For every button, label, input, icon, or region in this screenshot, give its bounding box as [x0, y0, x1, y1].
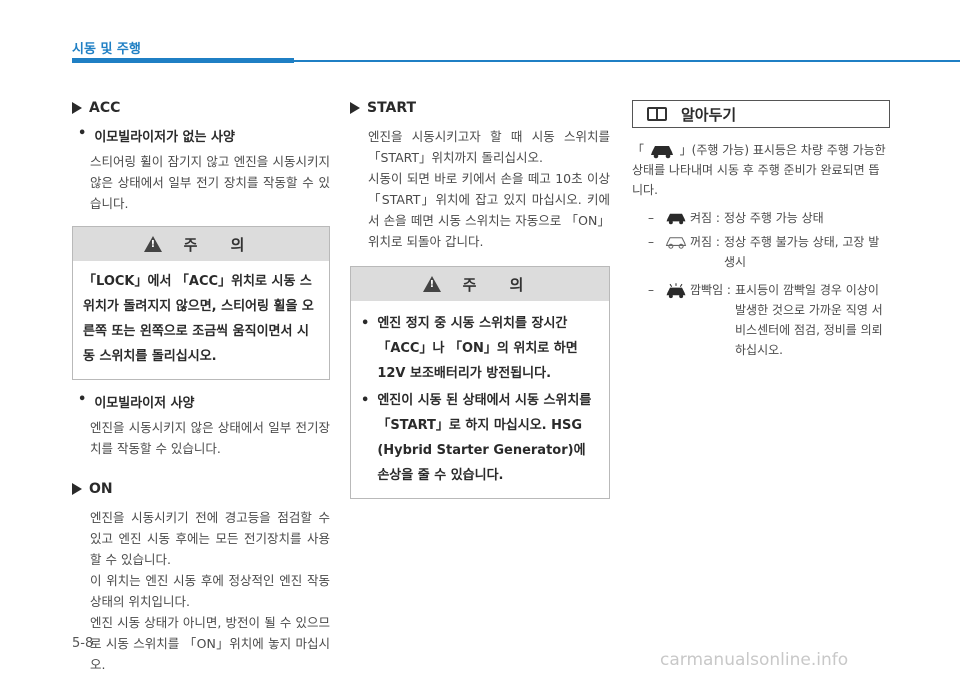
car-ready-icon-filled [650, 145, 673, 158]
header-bar-thin [294, 60, 960, 62]
start-paragraph-1: 엔진을 시동시키고자 할 때 시동 스위치를 「START」위치까지 돌리십시오… [368, 129, 610, 165]
caution-box-2: ! 주 의 •엔진 정지 중 시동 스위치를 장시간 「ACC」나 「ON」의 … [350, 266, 610, 499]
car-ready-icon-outline [665, 237, 687, 249]
caution-box-2-body: •엔진 정지 중 시동 스위치를 장시간 「ACC」나 「ON」의 위치로 하면… [351, 301, 609, 498]
caution-box-1-text: 「LOCK」에서 「ACC」위치로 시동 스위치가 돌려지지 않으면, 스티어링… [83, 274, 314, 364]
caution-box-2-item-1: •엔진 정지 중 시동 스위치를 장시간 「ACC」나 「ON」의 위치로 하면… [361, 316, 578, 381]
triangle-marker-icon [72, 483, 82, 495]
triangle-marker-icon [350, 102, 360, 114]
warning-triangle-icon: ! [143, 236, 162, 252]
caution-box-1: ! 주 의 「LOCK」에서 「ACC」위치로 시동 스위치가 돌려지지 않으면… [72, 226, 330, 380]
know-box-header: 알아두기 [632, 100, 890, 128]
triangle-marker-icon [72, 102, 82, 114]
caution-box-2-header: ! 주 의 [351, 267, 609, 301]
indicator-row-blink: – 깜빡임 : 표시등이 깜빡일 경우 이상이 발생한 것으로 가까운 직영 서… [648, 283, 883, 357]
start-paragraph-2: 시동이 되면 바로 키에서 손을 떼고 10초 이상 「START」위치에 잡고… [368, 171, 610, 249]
caution-box-1-header: ! 주 의 [73, 227, 329, 261]
on-paragraph-1: 엔진을 시동시키기 전에 경고등을 점검할 수 있고 엔진 시동 후에는 모든 … [90, 510, 330, 567]
know-intro: 「 」(주행 가능) 표시등은 차량 주행 가능한 상태를 나타내며 시동 후 … [632, 143, 886, 197]
indicator-row-off: – 꺼짐 : 정상 주행 불가능 상태, 고장 발생시 [648, 235, 880, 269]
acc-bullet-1: •이모빌라이저가 없는 사양 [78, 126, 235, 145]
section-header-title: 시동 및 주행 [72, 42, 141, 57]
acc-bullet-2-text: 엔진을 시동시키지 않은 상태에서 일부 전기장치를 작동할 수 있습니다. [90, 420, 330, 456]
acc-heading: ACC [72, 100, 330, 116]
on-paragraph-2: 이 위치는 엔진 시동 후에 정상적인 엔진 작동상태의 위치입니다. [90, 573, 330, 609]
warning-triangle-icon: ! [422, 276, 441, 292]
column-middle: START 엔진을 시동시키고자 할 때 시동 스위치를 「START」위치까지… [350, 100, 610, 511]
page-number: 5-8 [72, 636, 94, 651]
watermark: carmanualsonline.info [660, 650, 849, 670]
start-heading: START [350, 100, 610, 116]
acc-bullet-1-text: 스티어링 휠이 잠기지 않고 엔진을 시동시키지 않은 상태에서 일부 전기 장… [90, 154, 330, 211]
car-ready-icon-filled [666, 213, 686, 225]
on-heading: ON [72, 481, 330, 497]
column-left: ACC •이모빌라이저가 없는 사양 스티어링 휠이 잠기지 않고 엔진을 시동… [72, 100, 330, 675]
header-bar-thick [72, 58, 294, 63]
on-paragraph-3: 엔진 시동 상태가 아니면, 방전이 될 수 있으므로 시동 스위치를 「ON」… [90, 615, 330, 672]
column-right: 알아두기 「 」(주행 가능) 표시등은 차량 주행 가능한 상태를 나타내며 … [632, 100, 890, 360]
acc-bullet-2: •이모빌라이저 사양 [78, 392, 195, 411]
car-ready-icon-blink [666, 283, 686, 299]
indicator-row-on: – 켜짐 : 정상 주행 가능 상태 [648, 211, 824, 225]
book-icon [647, 107, 667, 121]
caution-box-2-item-2: •엔진이 시동 된 상태에서 시동 스위치를 「START」로 하지 마십시오.… [361, 393, 592, 483]
